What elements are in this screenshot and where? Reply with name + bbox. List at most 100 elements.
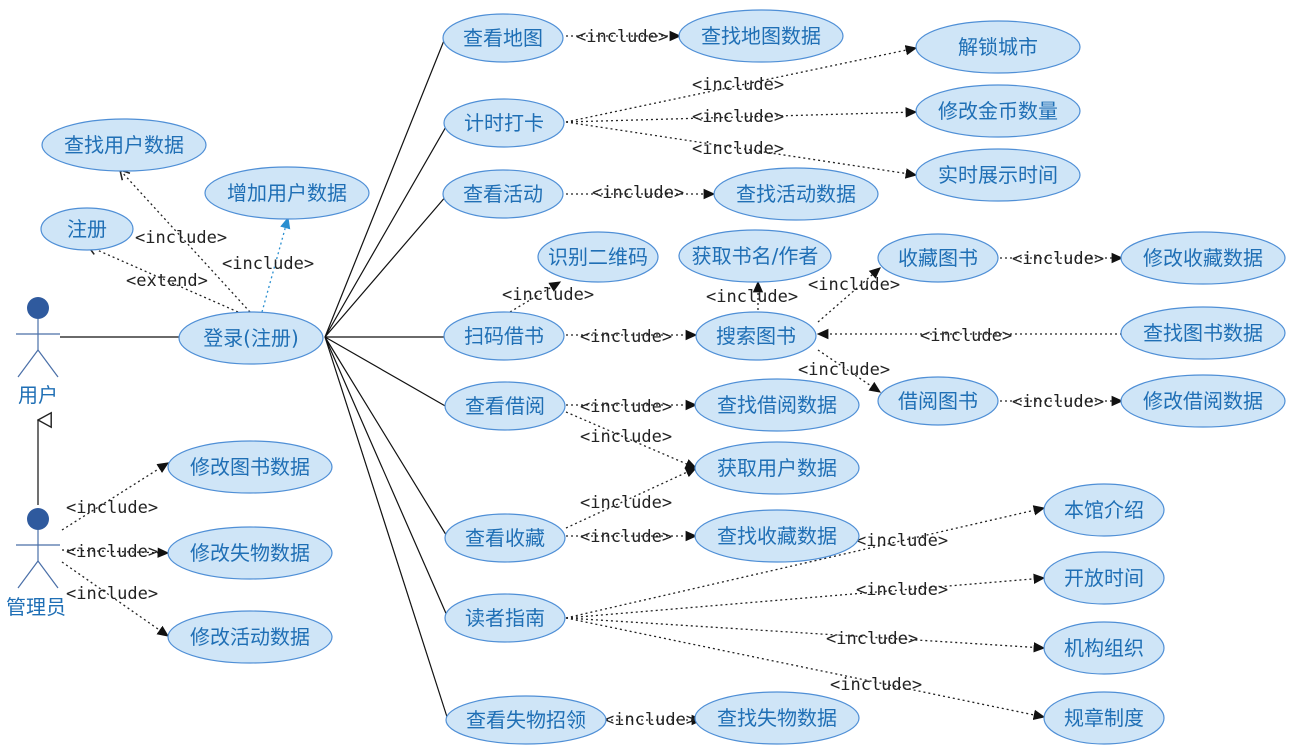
usecase-search-book[interactable]: 搜索图书 — [695, 311, 817, 361]
svg-text:实时展示时间: 实时展示时间 — [938, 163, 1058, 187]
svg-text:修改借阅数据: 修改借阅数据 — [1143, 389, 1263, 413]
usecase-view-collection[interactable]: 查看收藏 — [444, 513, 566, 563]
usecase-find-borrow-data[interactable]: 查找借阅数据 — [694, 378, 860, 432]
svg-text:机构组织: 机构组织 — [1064, 636, 1144, 660]
usecase-add-user-data[interactable]: 增加用户数据 — [204, 166, 370, 220]
usecase-show-time[interactable]: 实时展示时间 — [915, 148, 1081, 202]
include-label: <include> — [135, 228, 227, 248]
usecase-opening-hours[interactable]: 开放时间 — [1043, 551, 1165, 605]
usecase-edit-activity-data[interactable]: 修改活动数据 — [167, 610, 333, 664]
svg-text:登录(注册): 登录(注册) — [203, 326, 299, 350]
usecase-register[interactable]: 注册 — [40, 207, 134, 251]
include-label: <include> — [604, 710, 696, 730]
actor-label-user: 用户 — [18, 383, 58, 407]
usecase-library-intro[interactable]: 本馆介绍 — [1043, 483, 1165, 537]
svg-text:查找用户数据: 查找用户数据 — [64, 133, 184, 157]
svg-text:查找失物数据: 查找失物数据 — [717, 706, 837, 730]
include-label: <include> — [706, 287, 798, 307]
include-label: <include> — [66, 584, 158, 604]
usecase-find-lost-data[interactable]: 查找失物数据 — [694, 691, 860, 745]
actor-user[interactable]: 用户 — [16, 297, 60, 407]
svg-text:修改金币数量: 修改金币数量 — [938, 99, 1058, 123]
svg-text:查找图书数据: 查找图书数据 — [1143, 321, 1263, 345]
association-lines — [60, 37, 449, 721]
svg-text:查找活动数据: 查找活动数据 — [736, 182, 856, 206]
svg-text:规章制度: 规章制度 — [1064, 706, 1144, 730]
include-label: <include> — [798, 360, 890, 380]
svg-text:计时打卡: 计时打卡 — [464, 111, 544, 135]
usecase-view-activity[interactable]: 查看活动 — [442, 169, 564, 219]
actor-admin[interactable]: 管理员 — [6, 508, 66, 619]
usecase-get-title-author[interactable]: 获取书名/作者 — [678, 229, 832, 283]
usecase-find-map-data[interactable]: 查找地图数据 — [678, 9, 844, 63]
svg-text:借阅图书: 借阅图书 — [898, 389, 978, 413]
include-label: <include> — [580, 527, 672, 547]
usecase-find-user-data[interactable]: 查找用户数据 — [41, 118, 207, 172]
usecase-organization[interactable]: 机构组织 — [1043, 621, 1165, 675]
include-label: <include> — [692, 75, 784, 95]
svg-text:本馆介绍: 本馆介绍 — [1064, 498, 1144, 522]
usecase-edit-book-data[interactable]: 修改图书数据 — [167, 440, 333, 494]
usecase-edit-collect-data[interactable]: 修改收藏数据 — [1120, 231, 1286, 285]
include-label: <include> — [830, 675, 922, 695]
usecase-get-user-data[interactable]: 获取用户数据 — [694, 441, 860, 495]
svg-text:识别二维码: 识别二维码 — [548, 245, 648, 269]
usecase-collect-book[interactable]: 收藏图书 — [877, 233, 999, 283]
usecase-unlock-city[interactable]: 解锁城市 — [915, 20, 1081, 74]
usecase-rules[interactable]: 规章制度 — [1043, 691, 1165, 745]
usecase-edit-borrow-data[interactable]: 修改借阅数据 — [1120, 374, 1286, 428]
usecase-view-lost-found[interactable]: 查看失物招领 — [445, 695, 607, 745]
include-label: <include> — [826, 629, 918, 649]
include-label: <include> — [1012, 392, 1104, 412]
include-label: <include> — [576, 27, 668, 47]
actor-head-icon — [27, 297, 49, 319]
svg-text:查看收藏: 查看收藏 — [465, 526, 545, 550]
svg-text:修改收藏数据: 修改收藏数据 — [1143, 246, 1263, 270]
svg-text:查看地图: 查看地图 — [463, 26, 543, 50]
include-label: <include> — [222, 254, 314, 274]
include-label: <include> — [580, 427, 672, 447]
usecase-login[interactable]: 登录(注册) — [178, 311, 324, 365]
include-label: <include> — [592, 183, 684, 203]
svg-text:修改图书数据: 修改图书数据 — [190, 455, 310, 479]
svg-text:扫码借书: 扫码借书 — [464, 324, 544, 348]
svg-text:查找地图数据: 查找地图数据 — [701, 24, 821, 48]
include-label: <include> — [692, 107, 784, 127]
relation-labels: <include> <include> <extend> <include> <… — [66, 27, 1104, 730]
include-label: <include> — [580, 397, 672, 417]
usecase-edit-lost-data[interactable]: 修改失物数据 — [167, 526, 333, 580]
usecase-scan-qr[interactable]: 识别二维码 — [537, 231, 659, 283]
usecase-find-book-data[interactable]: 查找图书数据 — [1120, 306, 1286, 360]
svg-text:搜索图书: 搜索图书 — [716, 324, 796, 348]
svg-text:解锁城市: 解锁城市 — [958, 35, 1038, 59]
extend-label: <extend> — [126, 271, 208, 291]
usecase-scan-borrow[interactable]: 扫码借书 — [443, 311, 565, 361]
usecase-borrow-book[interactable]: 借阅图书 — [877, 376, 999, 426]
include-label: <include> — [920, 326, 1012, 346]
include-label: <include> — [580, 327, 672, 347]
svg-text:读者指南: 读者指南 — [465, 606, 545, 630]
svg-text:开放时间: 开放时间 — [1064, 566, 1144, 590]
usecase-find-collection-data[interactable]: 查找收藏数据 — [694, 509, 860, 563]
svg-text:查找收藏数据: 查找收藏数据 — [717, 524, 837, 548]
usecase-view-map[interactable]: 查看地图 — [442, 13, 564, 63]
include-label: <include> — [692, 139, 784, 159]
include-label: <include> — [580, 493, 672, 513]
usecase-reader-guide[interactable]: 读者指南 — [444, 593, 566, 643]
usecase-view-borrow[interactable]: 查看借阅 — [444, 381, 566, 431]
include-label: <include> — [856, 580, 948, 600]
svg-text:增加用户数据: 增加用户数据 — [227, 181, 347, 205]
usecase-find-activity-data[interactable]: 查找活动数据 — [713, 167, 879, 221]
include-label: <include> — [66, 542, 158, 562]
dependency-lines — [61, 30, 1124, 726]
include-label: <include> — [502, 285, 594, 305]
usecase-edit-coins[interactable]: 修改金币数量 — [915, 84, 1081, 138]
svg-text:修改活动数据: 修改活动数据 — [190, 625, 310, 649]
svg-text:修改失物数据: 修改失物数据 — [190, 541, 310, 565]
usecase-timer-checkin[interactable]: 计时打卡 — [443, 98, 565, 148]
include-label: <include> — [66, 498, 158, 518]
include-label: <include> — [808, 275, 900, 295]
svg-text:查看失物招领: 查看失物招领 — [466, 708, 586, 732]
svg-text:注册: 注册 — [67, 217, 107, 241]
